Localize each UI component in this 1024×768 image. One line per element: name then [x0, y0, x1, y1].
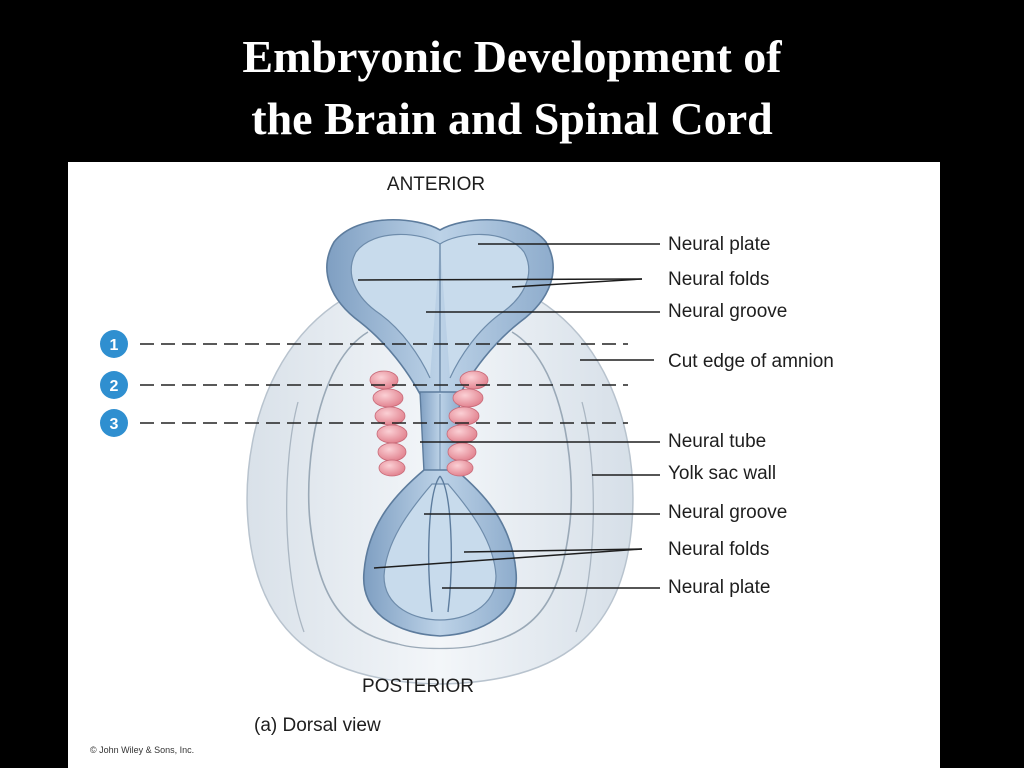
- section-marker-3-label: 3: [110, 416, 119, 433]
- copyright-notice: © John Wiley & Sons, Inc.: [90, 745, 194, 755]
- somites-left: [369, 370, 408, 477]
- embryo-diagram: 1 2 3 ANTERIOR POSTERIOR: [90, 174, 834, 755]
- title-line-1: Embryonic Development of: [242, 31, 782, 82]
- section-marker-2-label: 2: [110, 378, 119, 395]
- label-yolk-sac-wall: Yolk sac wall: [668, 463, 776, 484]
- label-neural-groove-upper: Neural groove: [668, 301, 787, 322]
- slide-title: Embryonic Development of the Brain and S…: [0, 26, 1024, 150]
- anterior-label: ANTERIOR: [387, 174, 485, 195]
- section-marker-2: 2: [100, 371, 628, 399]
- label-cut-edge-of-amnion: Cut edge of amnion: [668, 351, 834, 372]
- anterior-neural-plate: [326, 219, 554, 395]
- posterior-neural-plate: [363, 469, 517, 637]
- amnion-cut-edge: [307, 331, 573, 650]
- label-neural-folds-upper: Neural folds: [668, 269, 769, 290]
- figure-caption: (a) Dorsal view: [254, 715, 381, 736]
- label-neural-tube: Neural tube: [668, 431, 766, 452]
- label-neural-folds-lower: Neural folds: [668, 539, 769, 560]
- posterior-label: POSTERIOR: [362, 676, 474, 697]
- label-neural-groove-lower: Neural groove: [668, 502, 787, 523]
- section-marker-3: 3: [100, 409, 628, 437]
- section-marker-1-label: 1: [110, 337, 119, 354]
- leader-lines: [357, 243, 660, 589]
- title-line-2: the Brain and Spinal Cord: [251, 93, 773, 144]
- label-neural-plate-lower: Neural plate: [668, 577, 770, 598]
- label-neural-plate-upper: Neural plate: [668, 234, 770, 255]
- figure-panel: 1 2 3 ANTERIOR POSTERIOR: [68, 162, 940, 768]
- section-marker-1: 1: [100, 330, 628, 358]
